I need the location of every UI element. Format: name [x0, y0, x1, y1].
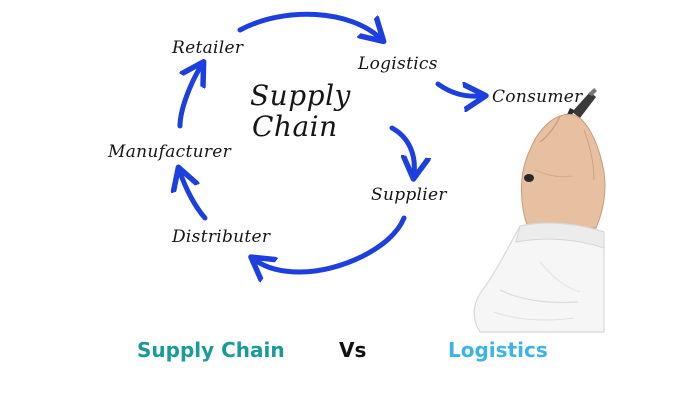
arrow-retailer-to-logistics [237, 11, 380, 38]
center-title-line2: Chain [252, 110, 338, 143]
shirt-sleeve [473, 222, 605, 333]
arrow-chain-to-supplier [389, 125, 414, 174]
caption-logistics: Logistics [448, 338, 548, 362]
node-distributer: Distributer [172, 227, 271, 247]
arrow-supplier-to-distributer [255, 215, 407, 272]
center-title: Supply Chain [250, 80, 351, 142]
arrow-logistics-to-consumer [435, 84, 481, 96]
caption-supply-chain: Supply Chain [137, 338, 285, 362]
hand [521, 113, 606, 229]
caption-vs: Vs [339, 338, 367, 362]
center-title-line1: Supply [250, 79, 351, 112]
node-supplier: Supplier [371, 185, 447, 205]
arrow-distributer-to-manufacturer [180, 172, 208, 221]
node-consumer: Consumer [492, 87, 583, 107]
node-logistics: Logistics [358, 54, 438, 74]
node-retailer: Retailer [172, 38, 244, 58]
arrow-manufacturer-to-retailer [177, 66, 201, 129]
node-manufacturer: Manufacturer [108, 142, 232, 162]
